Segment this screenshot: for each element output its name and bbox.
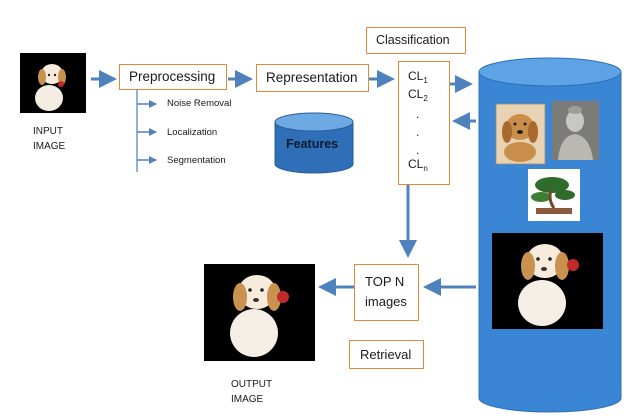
localization-label: Localization (167, 127, 218, 138)
class-list-box: CL1 CL2 . . . CLn (398, 61, 450, 185)
input-dog-image (20, 53, 86, 113)
input-caption-line1: INPUT (33, 126, 63, 137)
class-ellipsis-dot: . (416, 107, 420, 121)
class-cl1: CL1 (408, 69, 428, 85)
class-ellipsis-dot: . (416, 143, 420, 157)
class-cln: CLn (408, 157, 428, 173)
output-dog-image (204, 264, 315, 361)
representation-box: Representation (256, 64, 369, 92)
images-label: images (365, 294, 407, 309)
class-cl2: CL2 (408, 87, 428, 103)
preprocessing-box: Preprocessing (119, 64, 227, 90)
representation-label: Representation (266, 70, 358, 85)
features-cylinder (274, 112, 354, 174)
output-caption-line1: OUTPUT (231, 379, 273, 390)
input-image-caption: INPUT IMAGE (33, 124, 65, 154)
database-buddha-photo (552, 101, 599, 160)
noise-removal-label: Noise Removal (167, 98, 232, 109)
classification-label: Classification (376, 33, 450, 47)
retrieval-label: Retrieval (360, 347, 412, 362)
database-dog-photo (495, 103, 546, 165)
features-label: Features (286, 137, 339, 151)
class-ellipsis-dot: . (416, 125, 420, 139)
segmentation-label: Segmentation (167, 155, 226, 166)
classification-box: Classification (366, 27, 466, 54)
retrieval-box: Retrieval (349, 340, 424, 369)
database-dog-rose-photo (492, 233, 603, 329)
database-bonsai-photo (528, 169, 580, 221)
output-image-caption: OUTPUT IMAGE (231, 377, 272, 407)
preprocessing-label: Preprocessing (129, 69, 216, 84)
input-caption-line2: IMAGE (33, 141, 66, 152)
output-caption-line2: IMAGE (231, 394, 264, 405)
top-n-images-box: TOP N images (354, 264, 419, 321)
top-n-label: TOP N (365, 274, 405, 289)
